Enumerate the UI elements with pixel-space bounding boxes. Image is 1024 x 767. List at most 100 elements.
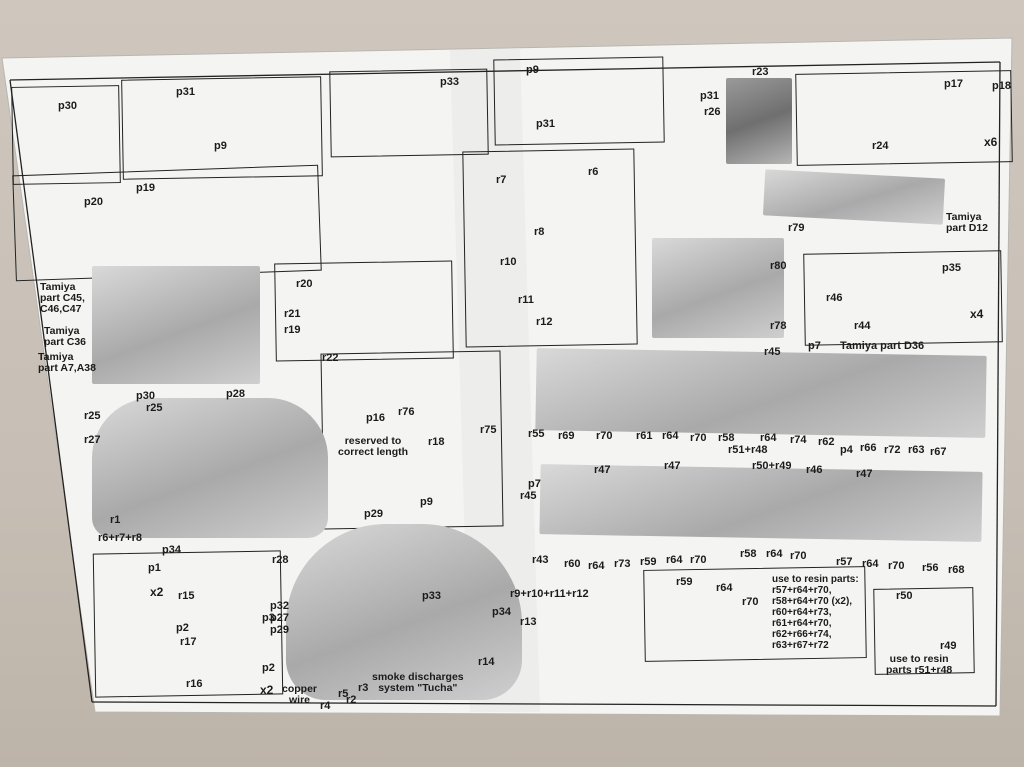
label: r19 (284, 324, 301, 336)
label: p31 (700, 90, 719, 102)
label: r26 (704, 106, 721, 118)
label: p31 (536, 118, 555, 130)
label: r47 (856, 468, 873, 480)
label: r21 (284, 308, 301, 320)
label: r67 (930, 446, 947, 458)
label: p29 (270, 624, 289, 636)
label: r66 (860, 442, 877, 454)
label: p34 (162, 544, 181, 556)
label: r45 (520, 490, 537, 502)
label: p9 (214, 140, 227, 152)
label: x4 (970, 307, 984, 321)
label: r59 (676, 576, 693, 588)
label: p9 (526, 64, 539, 76)
label: smoke discharges system "Tucha" (372, 671, 464, 694)
label: r3 (358, 682, 369, 694)
label: x2 (260, 683, 274, 697)
label: p2 (262, 662, 275, 674)
label: r61 (636, 430, 653, 442)
label: r70 (690, 432, 707, 444)
label: p19 (136, 182, 155, 194)
label: r28 (272, 554, 289, 566)
label: r74 (790, 434, 807, 446)
label: r51+r48 (728, 444, 768, 456)
label: r70 (742, 596, 759, 608)
label: Tamiya part D12 (946, 211, 989, 234)
label: r70 (596, 430, 613, 442)
label: Tamiya part A7,A38 (38, 351, 96, 374)
label: r45 (764, 346, 781, 358)
label: p2 (176, 622, 189, 634)
label: p34 (492, 606, 511, 618)
label: r73 (614, 558, 631, 570)
label: r46 (826, 292, 843, 304)
label: r63 (908, 444, 925, 456)
label: p33 (440, 76, 459, 88)
label: r64 (716, 582, 733, 594)
panel-p17-p18 (795, 70, 1013, 166)
label: r6+r7+r8 (98, 532, 143, 544)
label: reserved to correct length (338, 435, 409, 458)
label: r78 (770, 320, 787, 332)
label: r46 (806, 464, 823, 476)
label: x2 (150, 585, 164, 599)
label: r27 (84, 434, 101, 446)
label: r69 (558, 430, 575, 442)
label: r57 (836, 556, 853, 568)
label: Tamiya part C36 (44, 325, 87, 348)
label: p27 (270, 612, 289, 624)
label: p17 (944, 78, 963, 90)
label: r64 (666, 554, 683, 566)
label: r15 (178, 590, 195, 602)
label: r59 (640, 556, 657, 568)
label: p9 (420, 496, 433, 508)
label: r14 (478, 656, 495, 668)
label: r70 (790, 550, 807, 562)
label: r58 (740, 548, 757, 560)
label: r64 (588, 560, 605, 572)
label: r8 (534, 226, 545, 238)
label: r49 (940, 640, 957, 652)
label: r72 (884, 444, 901, 456)
label: p7 (528, 478, 541, 490)
label: r2 (346, 694, 357, 706)
label: copper wire (282, 683, 318, 706)
label: use to resin parts: r57+r64+r70, r58+r64… (772, 574, 859, 651)
label: r10 (500, 256, 517, 268)
label: r50 (896, 590, 913, 602)
label: r25 (146, 402, 163, 414)
label: r58 (718, 432, 735, 444)
photo-turret-right (286, 524, 522, 700)
label: r16 (186, 678, 203, 690)
label: p31 (176, 86, 195, 98)
label: Tamiya part C45, C46,C47 (40, 281, 85, 315)
panel-p31-p9 (121, 76, 323, 180)
label: x6 (984, 135, 998, 149)
label: r47 (664, 460, 681, 472)
photo-tamiya-d12 (762, 169, 946, 225)
photo-turret-left (92, 398, 328, 538)
label: r64 (862, 558, 879, 570)
photo-r78-r80 (652, 238, 784, 338)
label: p3 (262, 612, 275, 624)
photo-r23-r26 (726, 78, 792, 164)
label: r56 (922, 562, 939, 574)
label: r25 (84, 410, 101, 422)
label: p33 (422, 590, 441, 602)
label: r47 (594, 464, 611, 476)
label: r76 (398, 406, 415, 418)
photo-turret-detail (92, 266, 260, 384)
label: r7 (496, 174, 507, 186)
label: r50+r49 (752, 460, 792, 472)
label: r55 (528, 428, 545, 440)
label: p30 (58, 100, 77, 112)
label: r1 (110, 514, 121, 526)
label: Tamiya part D36 (840, 340, 925, 352)
label: r17 (180, 636, 197, 648)
label: p7 (808, 340, 821, 352)
label: r18 (428, 436, 445, 448)
label: p16 (366, 412, 385, 424)
label: r70 (690, 554, 707, 566)
label: r70 (888, 560, 905, 572)
